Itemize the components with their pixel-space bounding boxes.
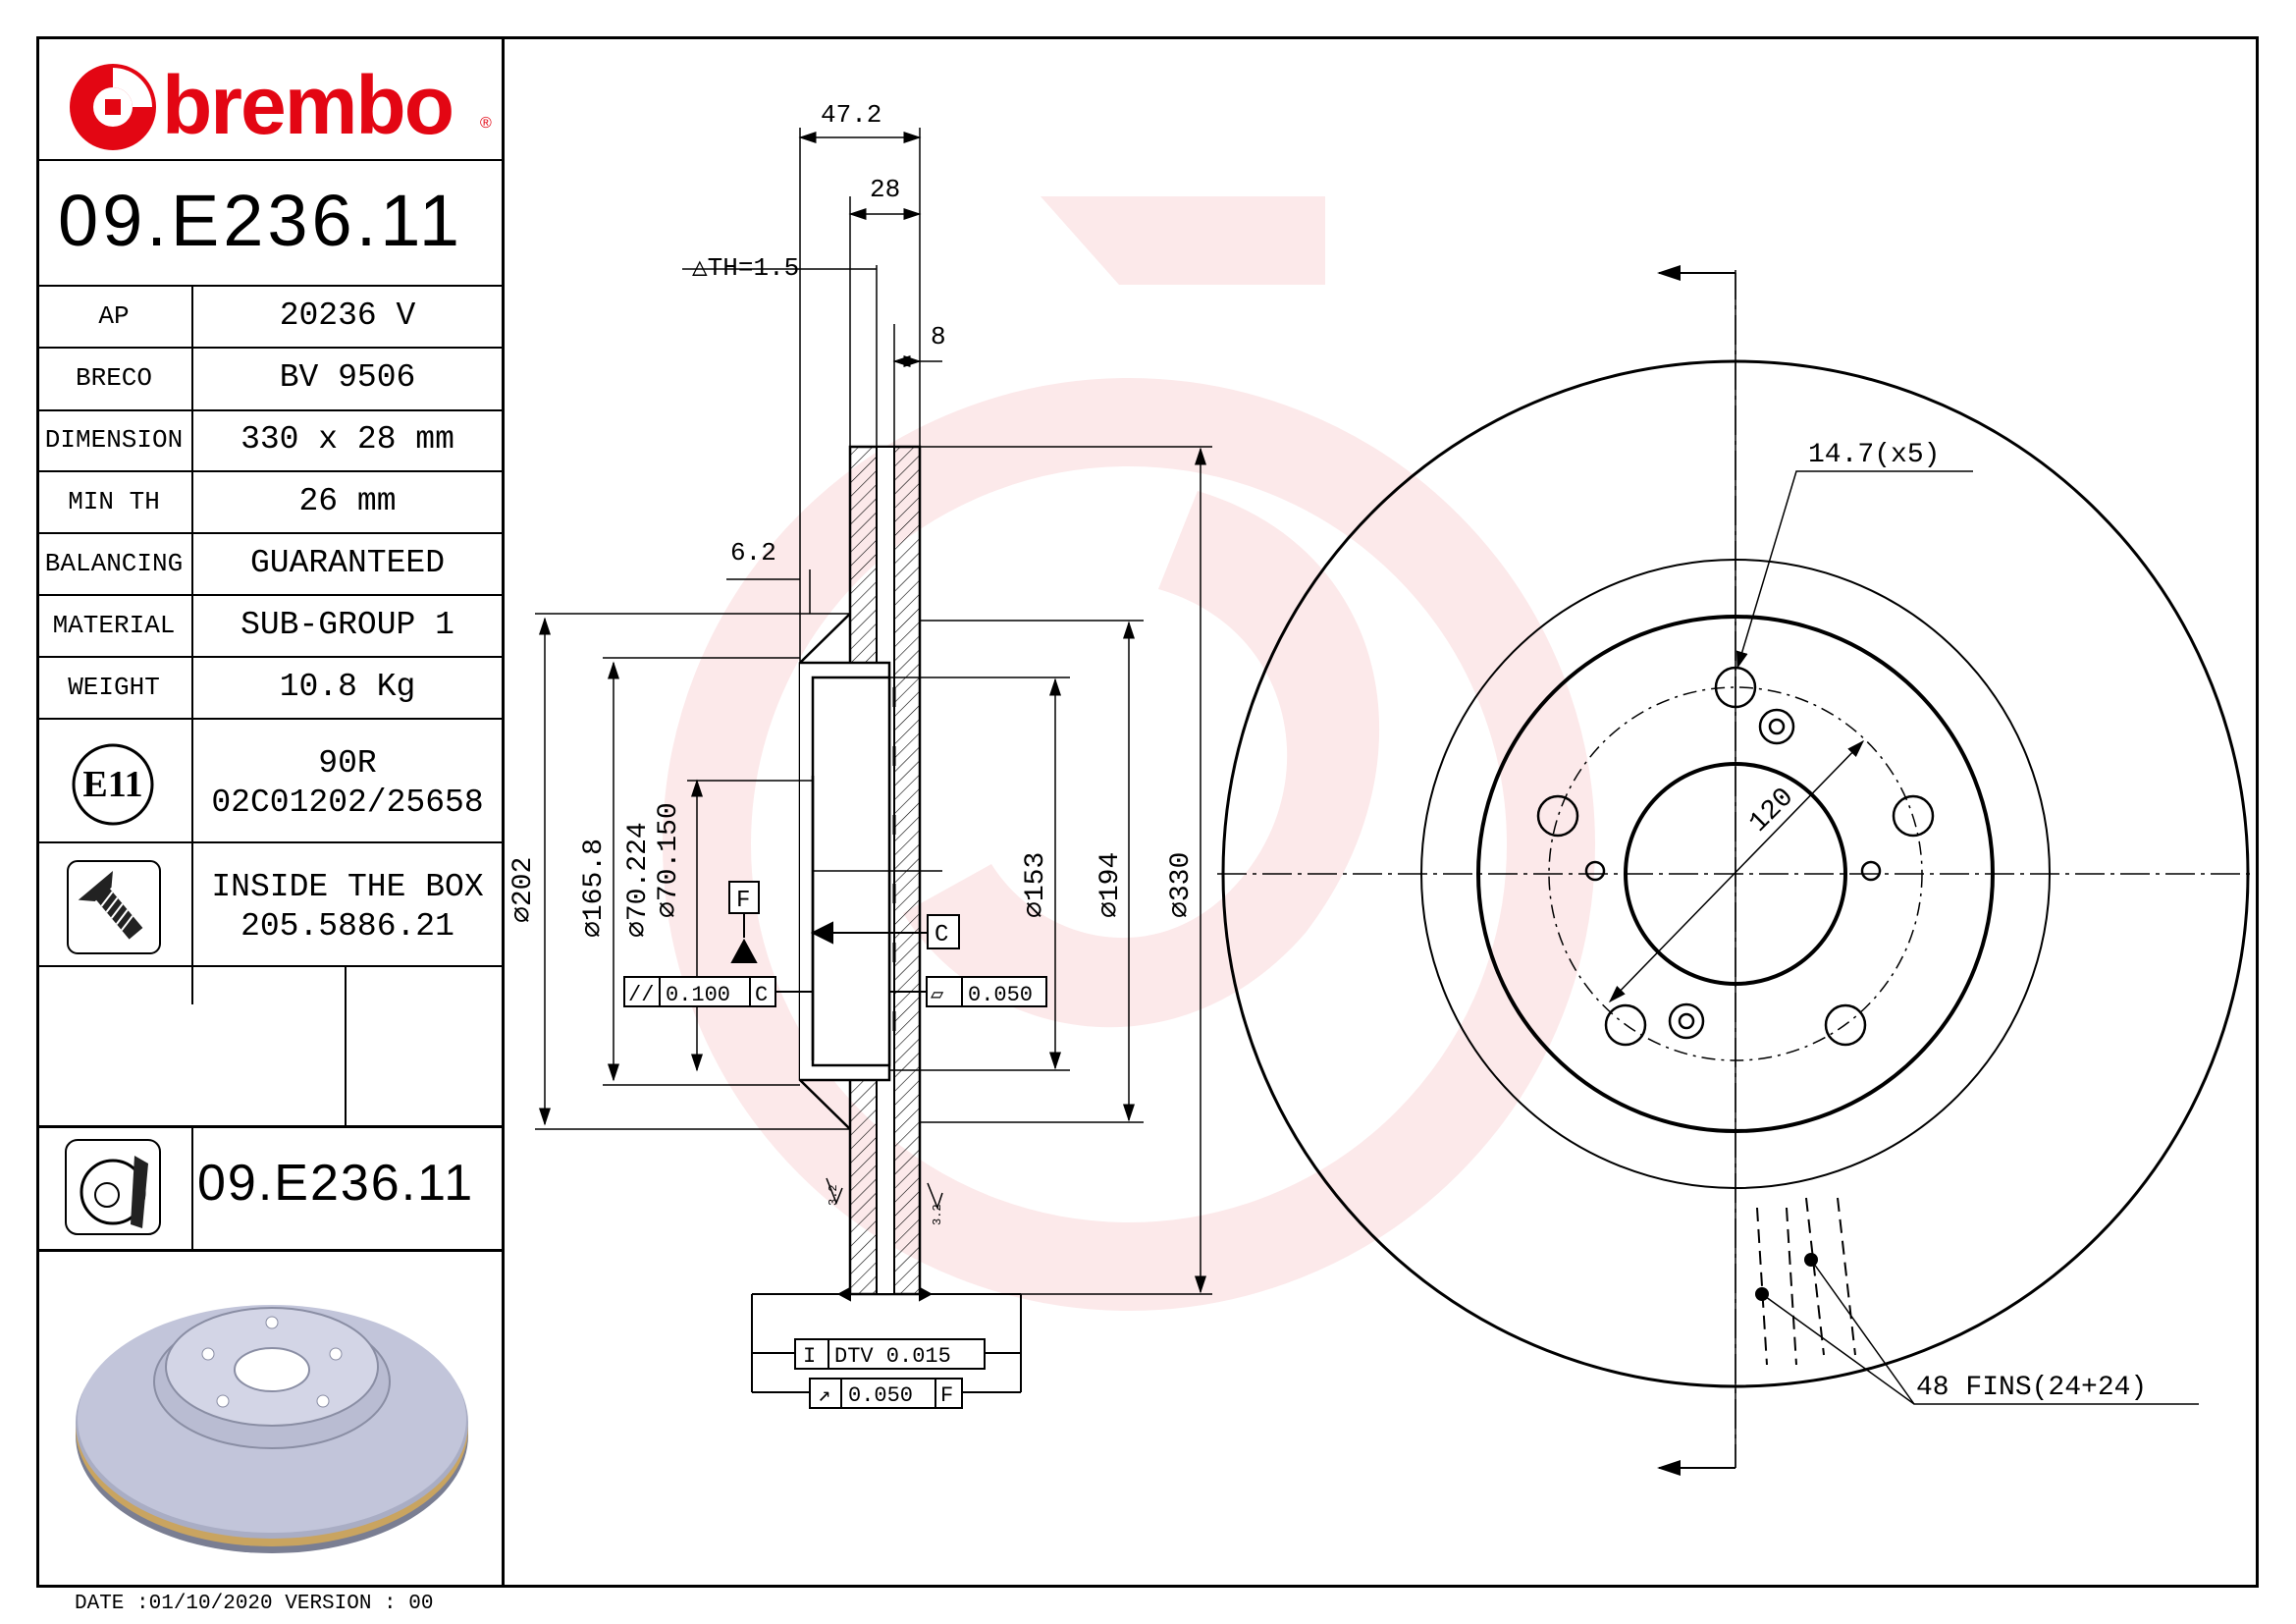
e11-homologation-icon	[72, 743, 154, 826]
datum-c-label: C	[934, 922, 948, 948]
homologation-code-1: 90R	[318, 745, 377, 782]
dim-hat-offset: 6.2	[730, 538, 776, 568]
dtv-label: DTV 0.015	[834, 1344, 951, 1369]
parallel-tol: 0.100	[666, 983, 730, 1007]
flat-tol: 0.050	[968, 983, 1033, 1007]
spec-value-breco: BV 9506	[279, 359, 416, 396]
title-block: brembo ® 09.E236.11 AP 20236 V BRECO BV …	[36, 36, 505, 1588]
disc-render-image	[76, 1305, 468, 1553]
inside-box-label: INSIDE THE BOX	[211, 869, 484, 905]
runout-tol: 0.050	[848, 1383, 913, 1408]
spec-value-ap: 20236 V	[279, 298, 416, 334]
spec-label-weight: WEIGHT	[68, 673, 160, 702]
dim-d70-224: ⌀70.224	[623, 822, 654, 938]
spec-value-balancing: GUARANTEED	[249, 545, 446, 581]
disc-profile-icon	[65, 1139, 161, 1235]
dim-d202: ⌀202	[508, 857, 539, 923]
runout-ref: F	[940, 1383, 953, 1408]
brand-wordmark: brembo	[162, 59, 454, 151]
parallel-symbol-icon: //	[628, 983, 654, 1007]
dim-d153: ⌀153	[1021, 852, 1051, 918]
homologation-code-2: 02C01202/25658	[211, 785, 484, 821]
registered-mark: ®	[480, 115, 492, 132]
spec-label-breco: BRECO	[75, 363, 152, 393]
dim-th-tolerance: △TH=1.5	[692, 253, 799, 283]
dim-d330: ⌀330	[1166, 852, 1197, 918]
pcd-label: 120	[1743, 783, 1800, 839]
spec-label-min-th: MIN TH	[68, 487, 160, 516]
parallel-ref: C	[755, 983, 768, 1007]
runout-symbol-icon: ↗	[818, 1383, 830, 1408]
fins-callout: 48 FINS(24+24)	[1916, 1373, 2147, 1403]
dim-thickness: 28	[870, 175, 900, 204]
datum-c	[810, 914, 960, 949]
fin-marker-dot	[1755, 1287, 1769, 1301]
disc-front-view	[1217, 265, 2253, 1476]
spec-label-ap: AP	[98, 301, 130, 331]
spec-label-material: MATERIAL	[52, 611, 176, 640]
datum-f	[728, 881, 760, 963]
date-version-footer: DATE :01/10/2020 VERSION : 00	[75, 1593, 434, 1615]
inside-box-part: 205.5886.21	[240, 908, 454, 945]
e11-mark-label: E11	[82, 764, 143, 805]
dim-d165: ⌀165.8	[579, 839, 610, 938]
dim-overall-width: 47.2	[821, 100, 881, 130]
spec-value-dimension: 330 x 28 mm	[240, 421, 454, 458]
roughness-right: 3.2	[931, 1204, 944, 1225]
spec-label-dimension: DIMENSION	[44, 425, 184, 455]
spec-value-weight: 10.8 Kg	[279, 669, 416, 705]
screw-icon	[67, 860, 161, 954]
part-number-repeat: 09.E236.11	[197, 1155, 475, 1212]
brembo-logo-icon	[70, 64, 156, 150]
dim-d194: ⌀194	[1095, 852, 1126, 918]
bolt-hole-callout: 14.7(x5)	[1808, 440, 1940, 470]
brand-logo: brembo ®	[46, 48, 498, 156]
datum-f-label: F	[736, 888, 750, 914]
spec-value-material: SUB-GROUP 1	[240, 607, 454, 643]
dim-fin-gap: 8	[931, 322, 946, 352]
drawing-frame	[36, 36, 2259, 1588]
spec-value-min-th: 26 mm	[298, 483, 397, 519]
spec-label-balancing: BALANCING	[44, 549, 184, 578]
dtv-symbol-icon: I	[803, 1344, 816, 1369]
fin-marker-dot	[1804, 1253, 1818, 1267]
part-number: 09.E236.11	[58, 180, 464, 261]
flatness-symbol-icon: ▱	[931, 983, 944, 1007]
dim-d70-150: ⌀70.150	[654, 802, 684, 918]
